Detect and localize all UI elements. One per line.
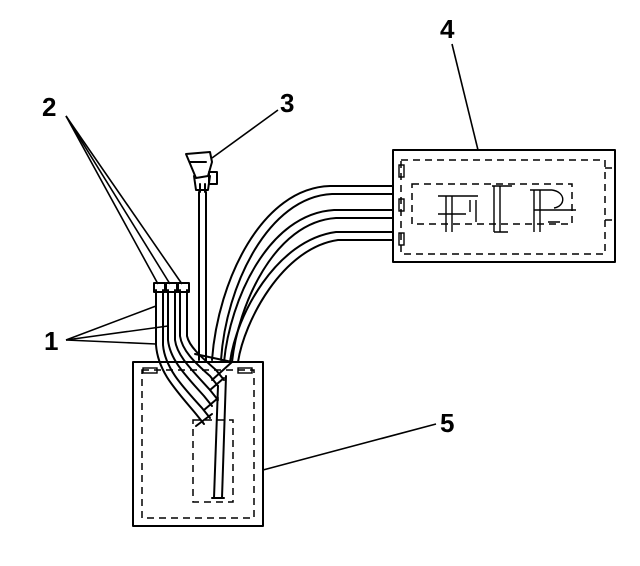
callout-3: 3 [280,88,294,118]
hoses-to-component-4 [211,185,394,363]
fitting-3 [185,151,218,193]
component-5-box [132,361,264,527]
leader-lines [65,43,479,471]
component-4-box [392,149,616,263]
callout-2: 2 [42,92,56,122]
callout-4: 4 [440,14,455,44]
callout-1: 1 [44,326,58,356]
callout-5: 5 [440,408,454,438]
tubes-1 [153,282,233,499]
vent-pipe [198,191,207,361]
